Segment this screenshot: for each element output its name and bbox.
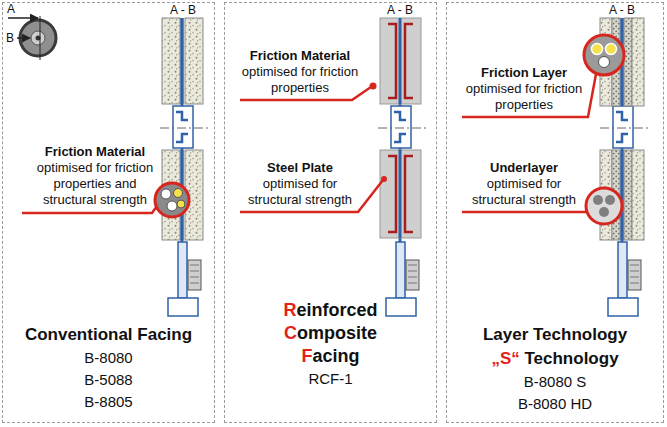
- callout-text: optimised for friction properties: [235, 64, 365, 96]
- panel-box: Conventional FacingB-8080B-5088B-8805: [2, 2, 215, 423]
- callout-heading: Friction Layer: [462, 65, 586, 81]
- callout-heading: Friction Material: [235, 48, 365, 64]
- callout-heading: Friction Material: [30, 144, 160, 160]
- section-label: A - B: [609, 3, 635, 17]
- product-code: B-8080 HD: [447, 393, 663, 415]
- callout-text: optimised for friction properties: [462, 81, 586, 113]
- callout-heading: Steel Plate: [235, 160, 365, 176]
- section-letter: B: [6, 31, 14, 45]
- callout-text: optimised for friction properties and st…: [30, 160, 160, 208]
- section-label: A - B: [387, 3, 413, 17]
- section-letter: A: [7, 2, 15, 16]
- panel-title: Conventional Facing: [3, 323, 214, 347]
- panel-caption: ReinforcedCompositeFacingRCF-1: [225, 299, 436, 390]
- product-code: Composite: [225, 322, 436, 345]
- product-code: B-5088: [3, 369, 214, 391]
- callout-heading: Underlayer: [462, 160, 586, 176]
- panel-title: Reinforced: [225, 299, 436, 322]
- panel-caption: Layer Technology„S“ TechnologyB-8080 SB-…: [447, 323, 663, 415]
- product-code: Facing: [225, 345, 436, 368]
- panel-title: Layer Technology: [447, 323, 663, 347]
- product-code: B-8080: [3, 347, 214, 369]
- product-code: B-8080 S: [447, 371, 663, 393]
- product-code: B-8805: [3, 391, 214, 413]
- product-code: „S“ Technology: [447, 347, 663, 371]
- section-label: A - B: [170, 3, 196, 17]
- product-code: RCF-1: [225, 368, 436, 390]
- panel-caption: Conventional FacingB-8080B-5088B-8805: [3, 323, 214, 413]
- callout-text: optimised for structural strength: [462, 176, 586, 208]
- callout-text: optimised for structural strength: [235, 176, 365, 208]
